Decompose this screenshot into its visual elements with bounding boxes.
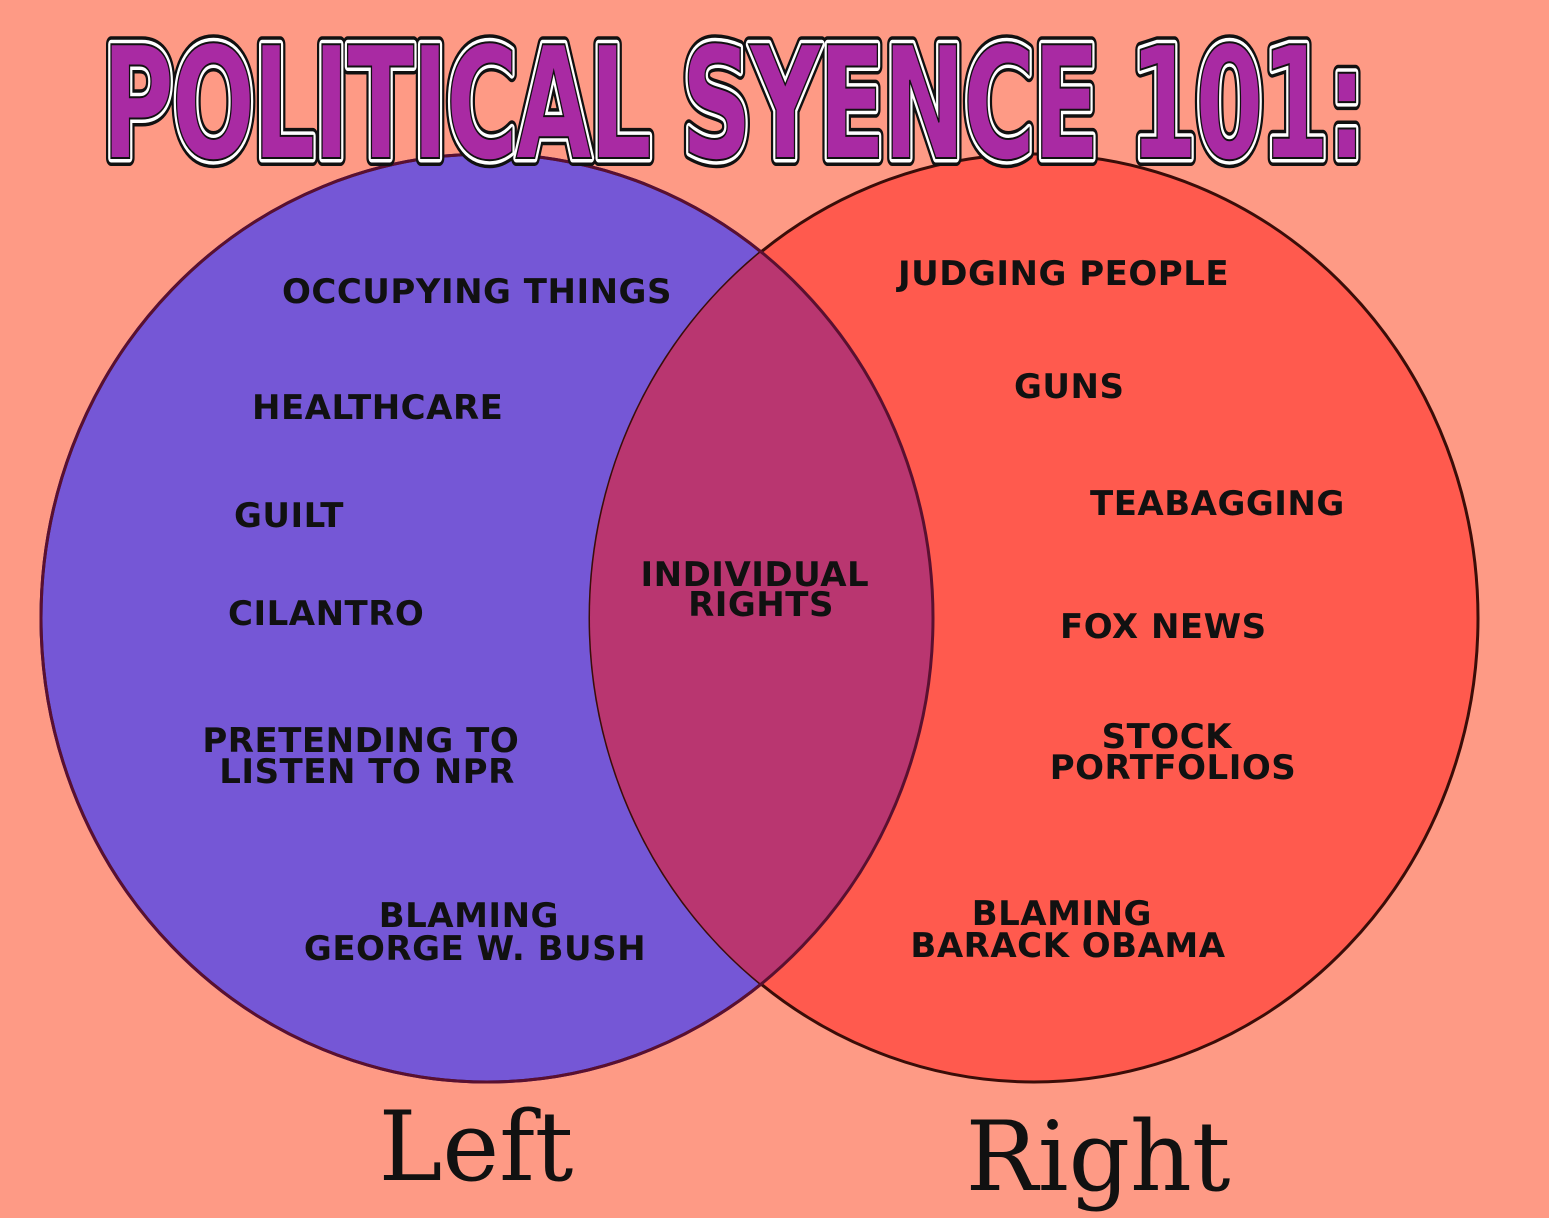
page-title: Political Syence 101: [102, 13, 1364, 195]
left-item: Guilt [234, 496, 344, 536]
right-set-label: Right [966, 1101, 1231, 1213]
left-set-label: Left [379, 1091, 574, 1203]
right-item: Guns [1014, 367, 1124, 407]
intersection-items: Individual rights [640, 555, 881, 625]
left-item: Pretending to listen to NPR [202, 721, 531, 792]
intersection-region [590, 154, 933, 1082]
intersection-item: Individual rights [640, 555, 881, 625]
right-item: Fox News [1060, 607, 1267, 647]
diagram-title: Political Syence 101: Political Syence 1… [94, 5, 1376, 203]
left-item: Blaming George W. Bush [304, 896, 646, 969]
left-circle-outline [39, 152, 935, 1084]
title-outline-dark: Political Syence 101: [102, 13, 1364, 195]
left-item: Cilantro [228, 594, 424, 634]
left-set-items: Occupying things Healthcare Guilt Cilant… [202, 272, 672, 969]
right-item: Teabagging [1090, 484, 1345, 524]
left-item: Occupying things [282, 272, 672, 312]
title-outline-light: Political Syence 101: [102, 13, 1364, 195]
right-item: Judging people [896, 254, 1229, 294]
right-item: Blaming Barack Obama [910, 894, 1225, 966]
right-item: Stock portfolios [1050, 717, 1297, 788]
left-item: Healthcare [252, 388, 503, 428]
right-set-items: Judging people Guns Teabagging Fox News … [896, 254, 1345, 966]
